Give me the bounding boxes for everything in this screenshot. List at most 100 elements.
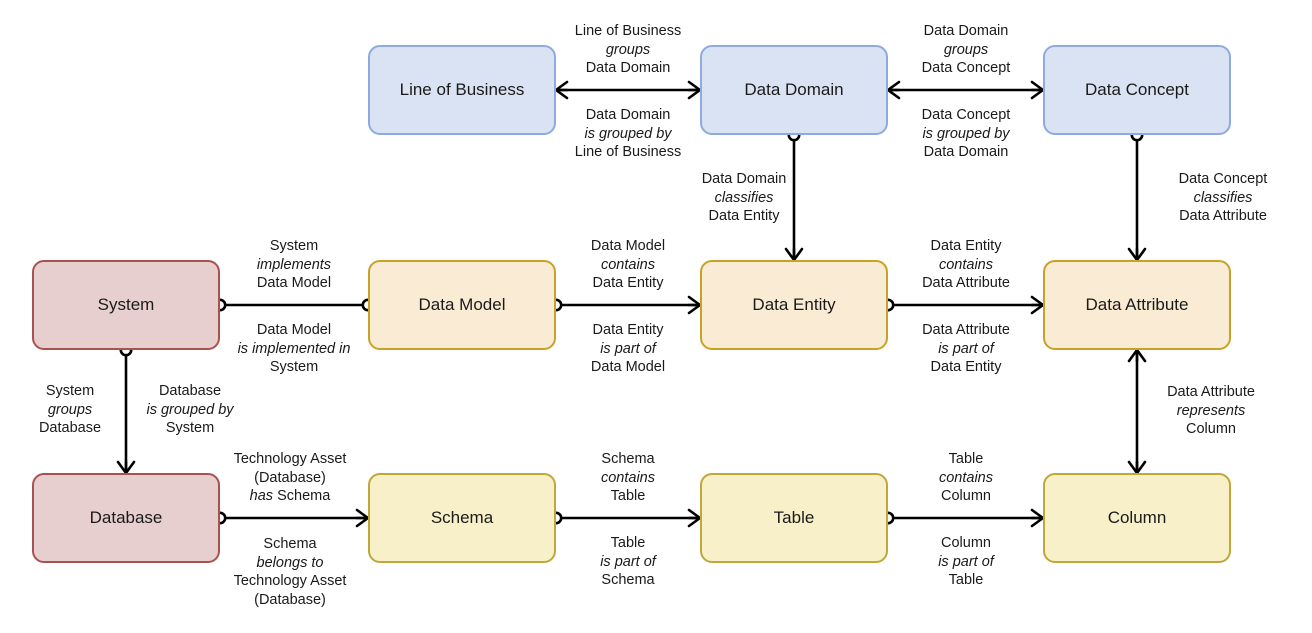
label-object: Data Domain (585, 60, 671, 77)
label-object: Data Entity (592, 275, 664, 292)
label-subject: Data Domain (923, 23, 1009, 40)
label-object: Data Domain (923, 144, 1009, 161)
edge-entity_attribute (881, 295, 1045, 315)
label-object: Data Attribute (922, 275, 1010, 292)
label-object: Line of Business (574, 144, 682, 161)
label-subject: Data Attribute (1167, 384, 1255, 401)
label-subject: Data Entity (930, 238, 1002, 255)
label-verb: groups (605, 41, 651, 58)
edge-schema_table (549, 508, 702, 528)
label-object: Data Entity (708, 208, 780, 225)
label-object: Database (38, 420, 102, 437)
edge-datamodel_entity (549, 295, 702, 315)
label-verb: is part of (938, 553, 994, 570)
edge-domain_entity (784, 128, 804, 262)
label-object: Table (948, 572, 984, 589)
node-label: Data Attribute (1085, 294, 1189, 314)
label-subject: Schema (601, 451, 655, 468)
node-database[interactable]: Database (32, 473, 220, 563)
edge-lob_domain (554, 80, 702, 100)
label-object: Data Concept (921, 60, 1011, 77)
edge-concept_attribute (1127, 128, 1147, 262)
node-data_attribute[interactable]: Data Attribute (1043, 260, 1231, 350)
label-object: System (269, 359, 319, 376)
node-data_entity[interactable]: Data Entity (700, 260, 888, 350)
label-object: Column (941, 488, 991, 505)
node-data_concept[interactable]: Data Concept (1043, 45, 1231, 135)
node-label: Column (1107, 507, 1167, 527)
label-verb: is part of (600, 340, 656, 357)
label-subject: Line of Business (574, 23, 682, 40)
label-object: Schema (601, 572, 655, 589)
label-subject: Data Attribute (922, 322, 1010, 339)
node-data_domain[interactable]: Data Domain (700, 45, 888, 135)
label-verb: represents (1176, 402, 1246, 419)
label-verb: is implemented in (237, 340, 351, 357)
label-object: Data Attribute (1179, 208, 1267, 225)
edge-database_schema (213, 508, 370, 528)
label-object: Data Model (256, 275, 332, 292)
node-line_of_business[interactable]: Line of Business (368, 45, 556, 135)
label-subject: Data Concept (921, 107, 1011, 124)
label-subject: Data Model (256, 322, 332, 339)
label-verb: is grouped by (146, 401, 234, 418)
node-label: Data Domain (744, 79, 844, 99)
edge-attribute_column (1127, 348, 1147, 475)
node-label: Database (89, 507, 163, 527)
label-subject: System (269, 238, 319, 255)
label-verb: groups (47, 401, 93, 418)
label-subject: Data Entity (592, 322, 664, 339)
label-object: System (165, 420, 215, 437)
node-label: Data Concept (1085, 79, 1189, 99)
label-verb: implements (256, 256, 332, 273)
label-verb: is grouped by (584, 125, 672, 142)
edge-system_datamodel (213, 298, 375, 312)
label-verb: contains (600, 469, 656, 486)
label-verb: classifies (714, 189, 774, 206)
label-subject: Data Domain (585, 107, 671, 124)
label-verb: is part of (938, 340, 994, 357)
edge-domain_concept (886, 80, 1045, 100)
label-subject: Table (948, 451, 984, 468)
node-column[interactable]: Column (1043, 473, 1231, 563)
label-subject: Data Domain (701, 171, 787, 188)
node-system[interactable]: System (32, 260, 220, 350)
label-subject: Data Concept (1178, 171, 1268, 188)
label-subject: Data Model (590, 238, 666, 255)
node-table[interactable]: Table (700, 473, 888, 563)
node-data_model[interactable]: Data Model (368, 260, 556, 350)
node-schema[interactable]: Schema (368, 473, 556, 563)
label-object: Data Entity (930, 359, 1002, 376)
node-label: System (97, 294, 155, 314)
label-object: Column (1186, 421, 1236, 438)
label-verb: classifies (1193, 189, 1253, 206)
label-object: Table (610, 488, 646, 505)
label-object: Data Model (590, 359, 666, 376)
label-subject: Database (158, 383, 222, 400)
label-verb: contains (600, 256, 655, 273)
label-verb: is grouped by (922, 125, 1010, 142)
label-subject: System (45, 383, 95, 400)
label-verb: contains (938, 256, 994, 273)
node-label: Table (773, 507, 815, 527)
label-subject: Column (941, 535, 991, 552)
edge-table_column (881, 508, 1045, 528)
